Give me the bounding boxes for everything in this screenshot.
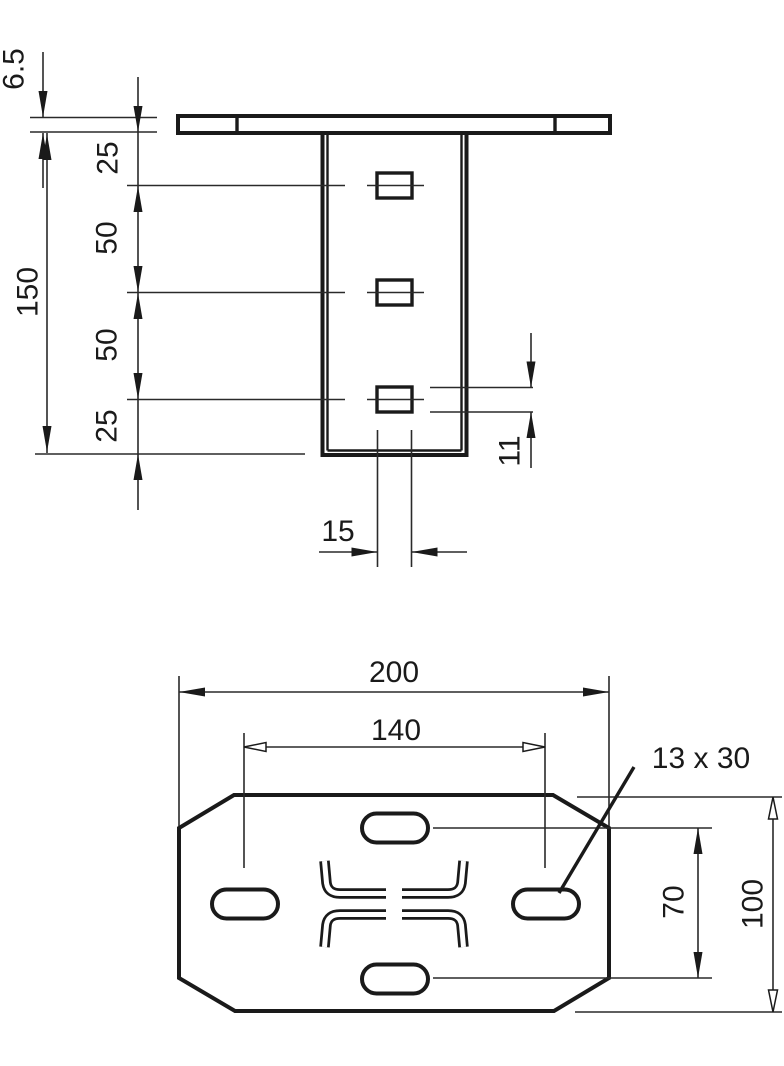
base-plate-outline (177, 793, 611, 1013)
extension-lines-plan (178, 676, 782, 1013)
dim-label-offset-bottom: 25 (91, 409, 124, 442)
dim-label-pitch-2: 50 (91, 328, 124, 361)
dim-label-hole-height: 11 (494, 435, 527, 466)
dimension-chain: 25 50 50 25 (91, 77, 143, 510)
dimension-plate-width: 100 (737, 796, 779, 1013)
center-emboss-pattern (319, 860, 469, 948)
dim-label-plate-width: 100 (737, 879, 770, 929)
dimension-plate-length: 200 (179, 656, 609, 697)
dim-label-slot-distance-y: 70 (658, 885, 691, 918)
head-plate-profile (176, 114, 612, 135)
dimension-slot-distance-y: 70 (658, 828, 703, 978)
dim-label-plate-thickness: 6.5 (0, 48, 31, 90)
dimension-profile-height: 150 (12, 133, 52, 453)
dim-label-pitch-1: 50 (91, 221, 124, 254)
dim-label-slot-size: 13 x 30 (652, 742, 750, 775)
plan-view: 200 140 70 100 13 x 30 (177, 656, 782, 1013)
dimension-slot-distance-x: 140 (243, 714, 546, 753)
dim-label-profile-height: 150 (12, 267, 45, 317)
dim-label-slot-distance-x: 140 (371, 714, 421, 747)
dim-label-hole-width: 15 (321, 515, 354, 548)
front-view: 6.5 150 25 50 50 25 (0, 48, 612, 567)
dimension-hole-height: 11 (494, 333, 536, 468)
dim-label-offset-top: 25 (92, 141, 125, 174)
dim-label-plate-length: 200 (369, 656, 419, 689)
dimension-hole-width: 15 (319, 515, 467, 557)
slot-size-callout: 13 x 30 (557, 742, 750, 894)
mounting-slots (210, 811, 581, 996)
